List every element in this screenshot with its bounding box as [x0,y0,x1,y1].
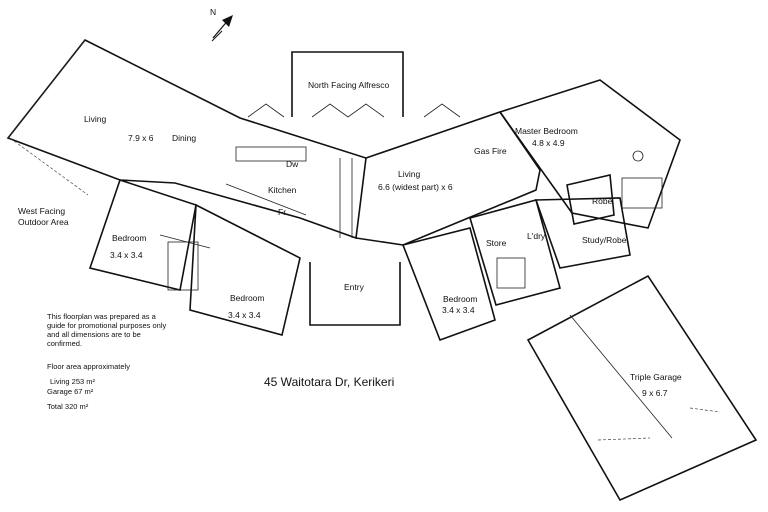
alfresco-label: North Facing Alfresco [308,80,390,90]
master-suite-walls [498,79,681,229]
dining-label: Dining [172,133,196,143]
store-label: Store [486,238,507,248]
area-total: Total 320 m² [47,402,89,411]
fridge-label: Fr [278,207,286,217]
dishwasher-label: Dw [286,159,299,169]
living-west-dims: 7.9 x 6 [128,133,154,143]
service-walls [309,197,631,342]
living-main-label: Living [398,169,420,179]
bedroom-3-dims: 3.4 x 3.4 [442,305,475,315]
outdoor-label-2: Outdoor Area [18,217,69,227]
laundry-label: L'dry [527,231,546,241]
study-label: Study/Robe [582,235,627,245]
disclaimer-line-2: guide for promotional purposes only [47,321,166,330]
living-west-label: Living [84,114,106,124]
living-main-dims: 6.6 (widest part) x 6 [378,182,453,192]
robe-label: Robe [592,196,613,206]
outdoor-label-1: West Facing [18,206,65,216]
central-living-walls [355,111,541,246]
bedroom-2-dims: 3.4 x 3.4 [228,310,261,320]
bedroom-3-label: Bedroom [443,294,478,304]
area-garage: Garage 67 m² [47,387,94,396]
north-arrow-icon [211,15,233,42]
disclaimer-line-4: confirmed. [47,339,82,348]
garage-dims: 9 x 6.7 [642,388,668,398]
gas-fire-label: Gas Fire [474,146,507,156]
garage-walls [526,274,758,502]
bedroom-1-dims: 3.4 x 3.4 [110,250,143,260]
address-label: 45 Waitotara Dr, Kerikeri [264,375,394,389]
master-label: Master Bedroom [515,126,578,136]
bedroom-1-label: Bedroom [112,233,147,243]
kitchen-label: Kitchen [268,185,297,195]
area-living: Living 253 m² [50,377,96,386]
garage-label: Triple Garage [630,372,682,382]
master-dims: 4.8 x 4.9 [532,138,565,148]
west-wing-walls [6,38,367,336]
entry-label: Entry [344,282,365,292]
disclaimer-line-1: This floorplan was prepared as a [47,312,157,321]
bedroom-2-label: Bedroom [230,293,265,303]
north-label: N [210,7,216,17]
disclaimer-line-3: and all dimensions are to be [47,330,141,339]
area-heading: Floor area approximately [47,362,130,371]
alfresco-walls [247,51,461,118]
